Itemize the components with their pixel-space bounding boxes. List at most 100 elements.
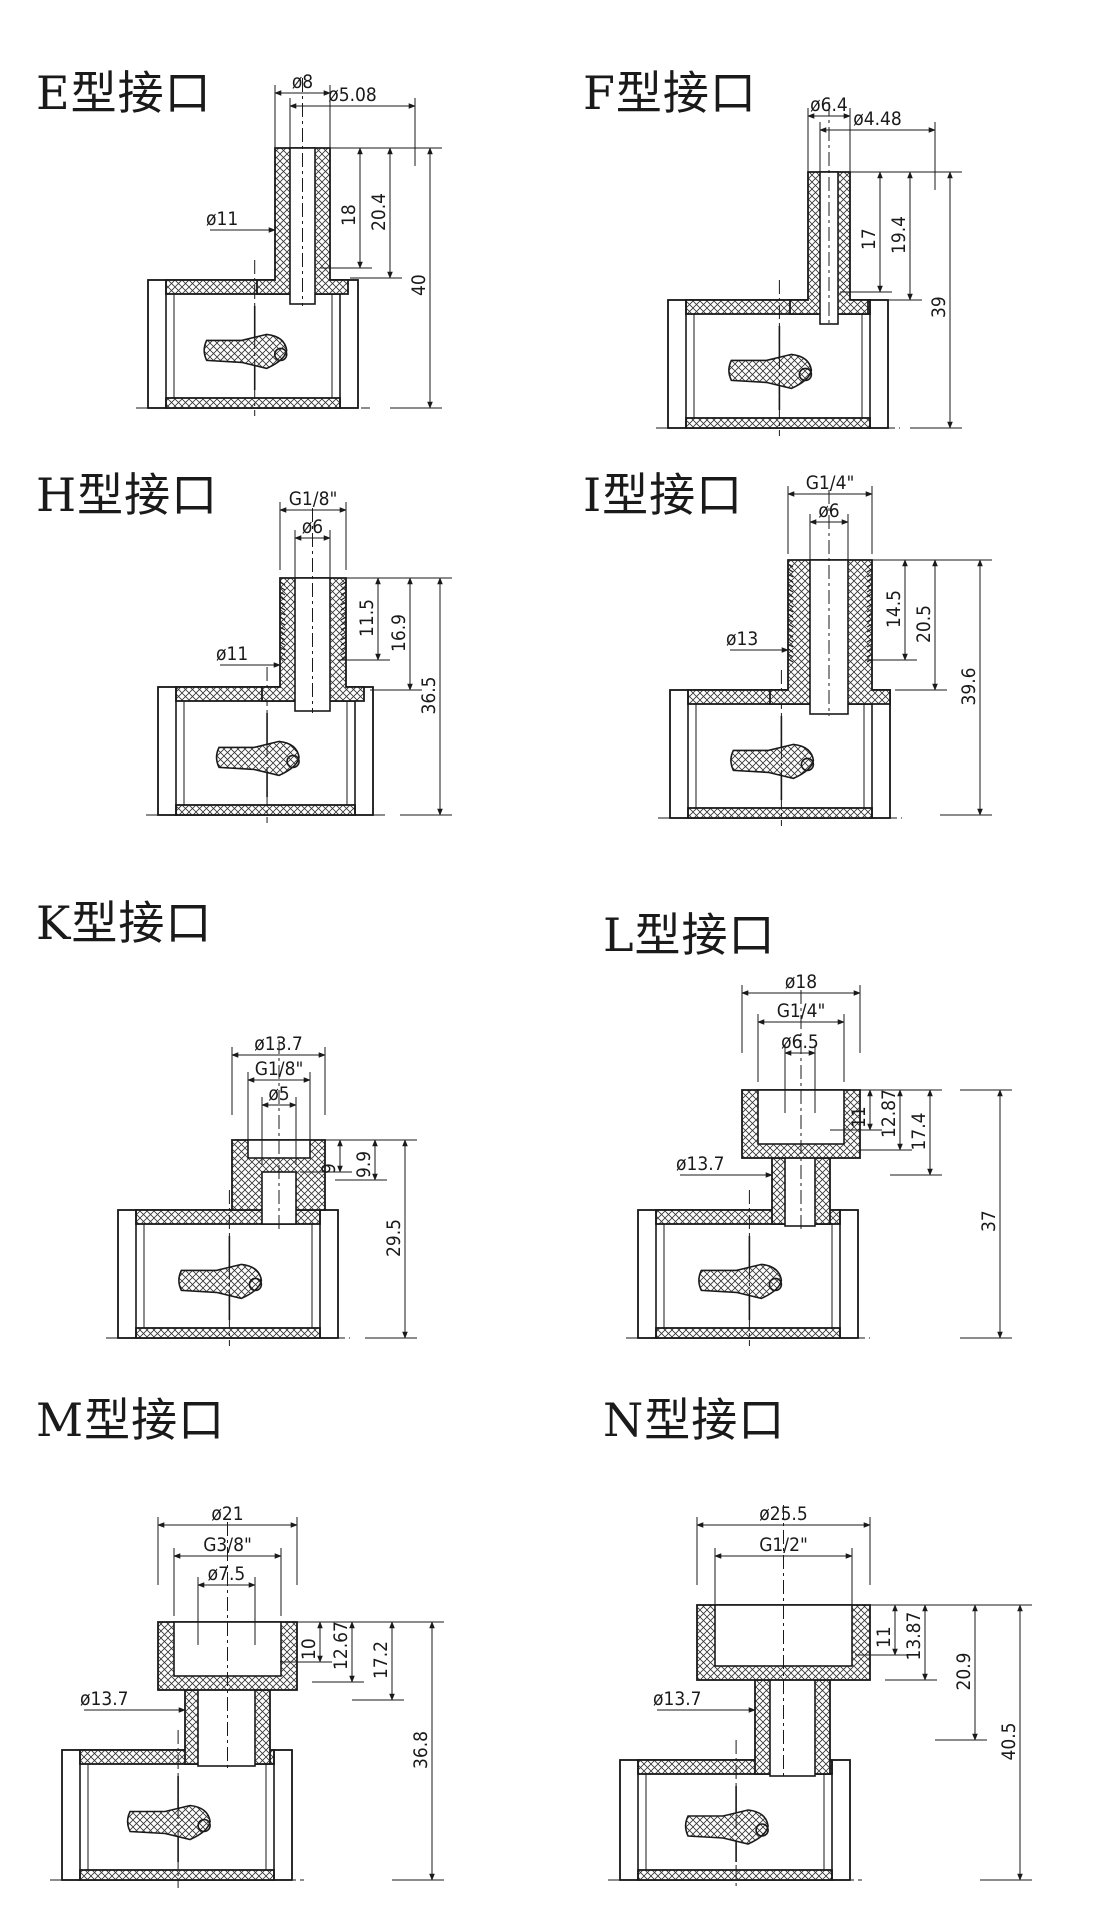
thread-mark: [279, 581, 286, 586]
housing-right-wall: [831, 1759, 851, 1881]
thread-mark: [340, 591, 347, 596]
side-diameter-label: ø13.7: [676, 1153, 725, 1175]
side-diameter-label: ø13: [726, 628, 758, 650]
housing-left-wall: [147, 279, 167, 409]
thread-mark: [279, 611, 286, 616]
housing-left-wall: [667, 299, 687, 429]
dim-width-2: G1/8": [255, 1058, 304, 1080]
thread-mark: [866, 638, 873, 643]
dim-height-2: 13.87: [903, 1612, 925, 1661]
dim-width-2: G3/8": [203, 1534, 252, 1556]
thread-mark: [866, 573, 873, 578]
thread-mark: [787, 653, 794, 658]
outlet-bore: [809, 559, 849, 715]
float-rotor: [215, 740, 300, 777]
thread-mark: [787, 588, 794, 593]
dim-width-3: ø5: [268, 1083, 289, 1105]
thread-mark: [279, 586, 286, 591]
title-e-interface: E型接口: [36, 66, 212, 120]
thread-mark: [787, 618, 794, 623]
thread-mark: [279, 636, 286, 641]
float-rotor: [203, 333, 288, 370]
thread-mark: [866, 598, 873, 603]
housing-bottom-wall: [687, 807, 873, 819]
dim-height-2: 20.4: [368, 193, 390, 231]
dim-height-3: 39: [928, 296, 950, 318]
dim-height-3: 17.4: [908, 1112, 930, 1150]
title-k-interface: K型接口: [36, 896, 213, 950]
thread-mark: [787, 578, 794, 583]
side-diameter-label: ø13.7: [653, 1688, 702, 1710]
housing-bottom-wall: [637, 1869, 833, 1881]
dim-width-3: ø6.5: [781, 1031, 819, 1053]
side-diameter-label: ø11: [206, 208, 238, 230]
thread-mark: [340, 651, 347, 656]
housing-left-wall: [157, 686, 177, 816]
housing-bottom-wall: [655, 1327, 841, 1339]
dim-height-1: 10: [298, 1638, 320, 1660]
dim-height-4: 36.8: [410, 1731, 432, 1769]
housing-right-wall: [273, 1749, 293, 1881]
thread-mark: [340, 626, 347, 631]
housing-bottom-wall: [79, 1869, 275, 1881]
thread-mark: [340, 621, 347, 626]
float-rotor: [178, 1263, 263, 1300]
dim-height-4: 40.5: [998, 1722, 1020, 1760]
thread-mark: [866, 633, 873, 638]
thread-mark: [279, 631, 286, 636]
title-f-interface: F型接口: [583, 66, 757, 120]
dim-width-2: ø4.48: [853, 108, 902, 130]
thread-mark: [866, 568, 873, 573]
thread-mark: [279, 646, 286, 651]
dim-height-1: 14.5: [883, 590, 905, 628]
side-diameter-label: ø11: [216, 643, 248, 665]
thread-mark: [787, 593, 794, 598]
dim-width-1: G1/8": [289, 488, 338, 510]
dim-height-3: 20.9: [953, 1652, 975, 1690]
thread-mark: [279, 596, 286, 601]
dim-height-2: 20.5: [913, 605, 935, 643]
title-h-interface: H型接口: [36, 468, 219, 522]
rotor-hub: [248, 1277, 263, 1292]
title-l-interface: L型接口: [603, 908, 776, 962]
housing-right-wall: [354, 686, 374, 816]
dim-height-1: 11.5: [356, 599, 378, 637]
housing-left-wall: [619, 1759, 639, 1881]
thread-mark: [866, 563, 873, 568]
thread-mark: [787, 638, 794, 643]
rotor-hub: [800, 757, 815, 772]
rotor-hub: [197, 1818, 211, 1833]
thread-mark: [787, 603, 794, 608]
housing-right-wall: [839, 1209, 859, 1339]
dim-height-3: 36.5: [418, 676, 440, 714]
thread-mark: [340, 611, 347, 616]
dim-width-2: ø6: [302, 516, 323, 538]
thread-mark: [340, 601, 347, 606]
dim-height-2: 12.87: [878, 1089, 900, 1138]
title-i-interface: I型接口: [583, 468, 744, 522]
dim-width-1: ø21: [211, 1503, 243, 1525]
thread-mark: [866, 578, 873, 583]
housing-left-wall: [637, 1209, 657, 1339]
thread-mark: [279, 651, 286, 656]
float-rotor: [126, 1804, 211, 1841]
dim-width-2: ø5.08: [328, 84, 377, 106]
housing-bottom-wall: [175, 804, 356, 816]
thread-mark: [279, 656, 286, 661]
thread-mark: [340, 606, 347, 611]
thread-mark: [340, 646, 347, 651]
float-rotor: [728, 353, 813, 390]
housing-left-wall: [669, 689, 689, 819]
housing-right-wall: [869, 299, 889, 429]
thread-mark: [787, 598, 794, 603]
float-rotor: [684, 1809, 769, 1845]
thread-mark: [340, 586, 347, 591]
dim-height-2: 12.67: [330, 1621, 352, 1670]
housing-right-wall: [319, 1209, 339, 1339]
dim-height-4: 37: [978, 1210, 1000, 1232]
